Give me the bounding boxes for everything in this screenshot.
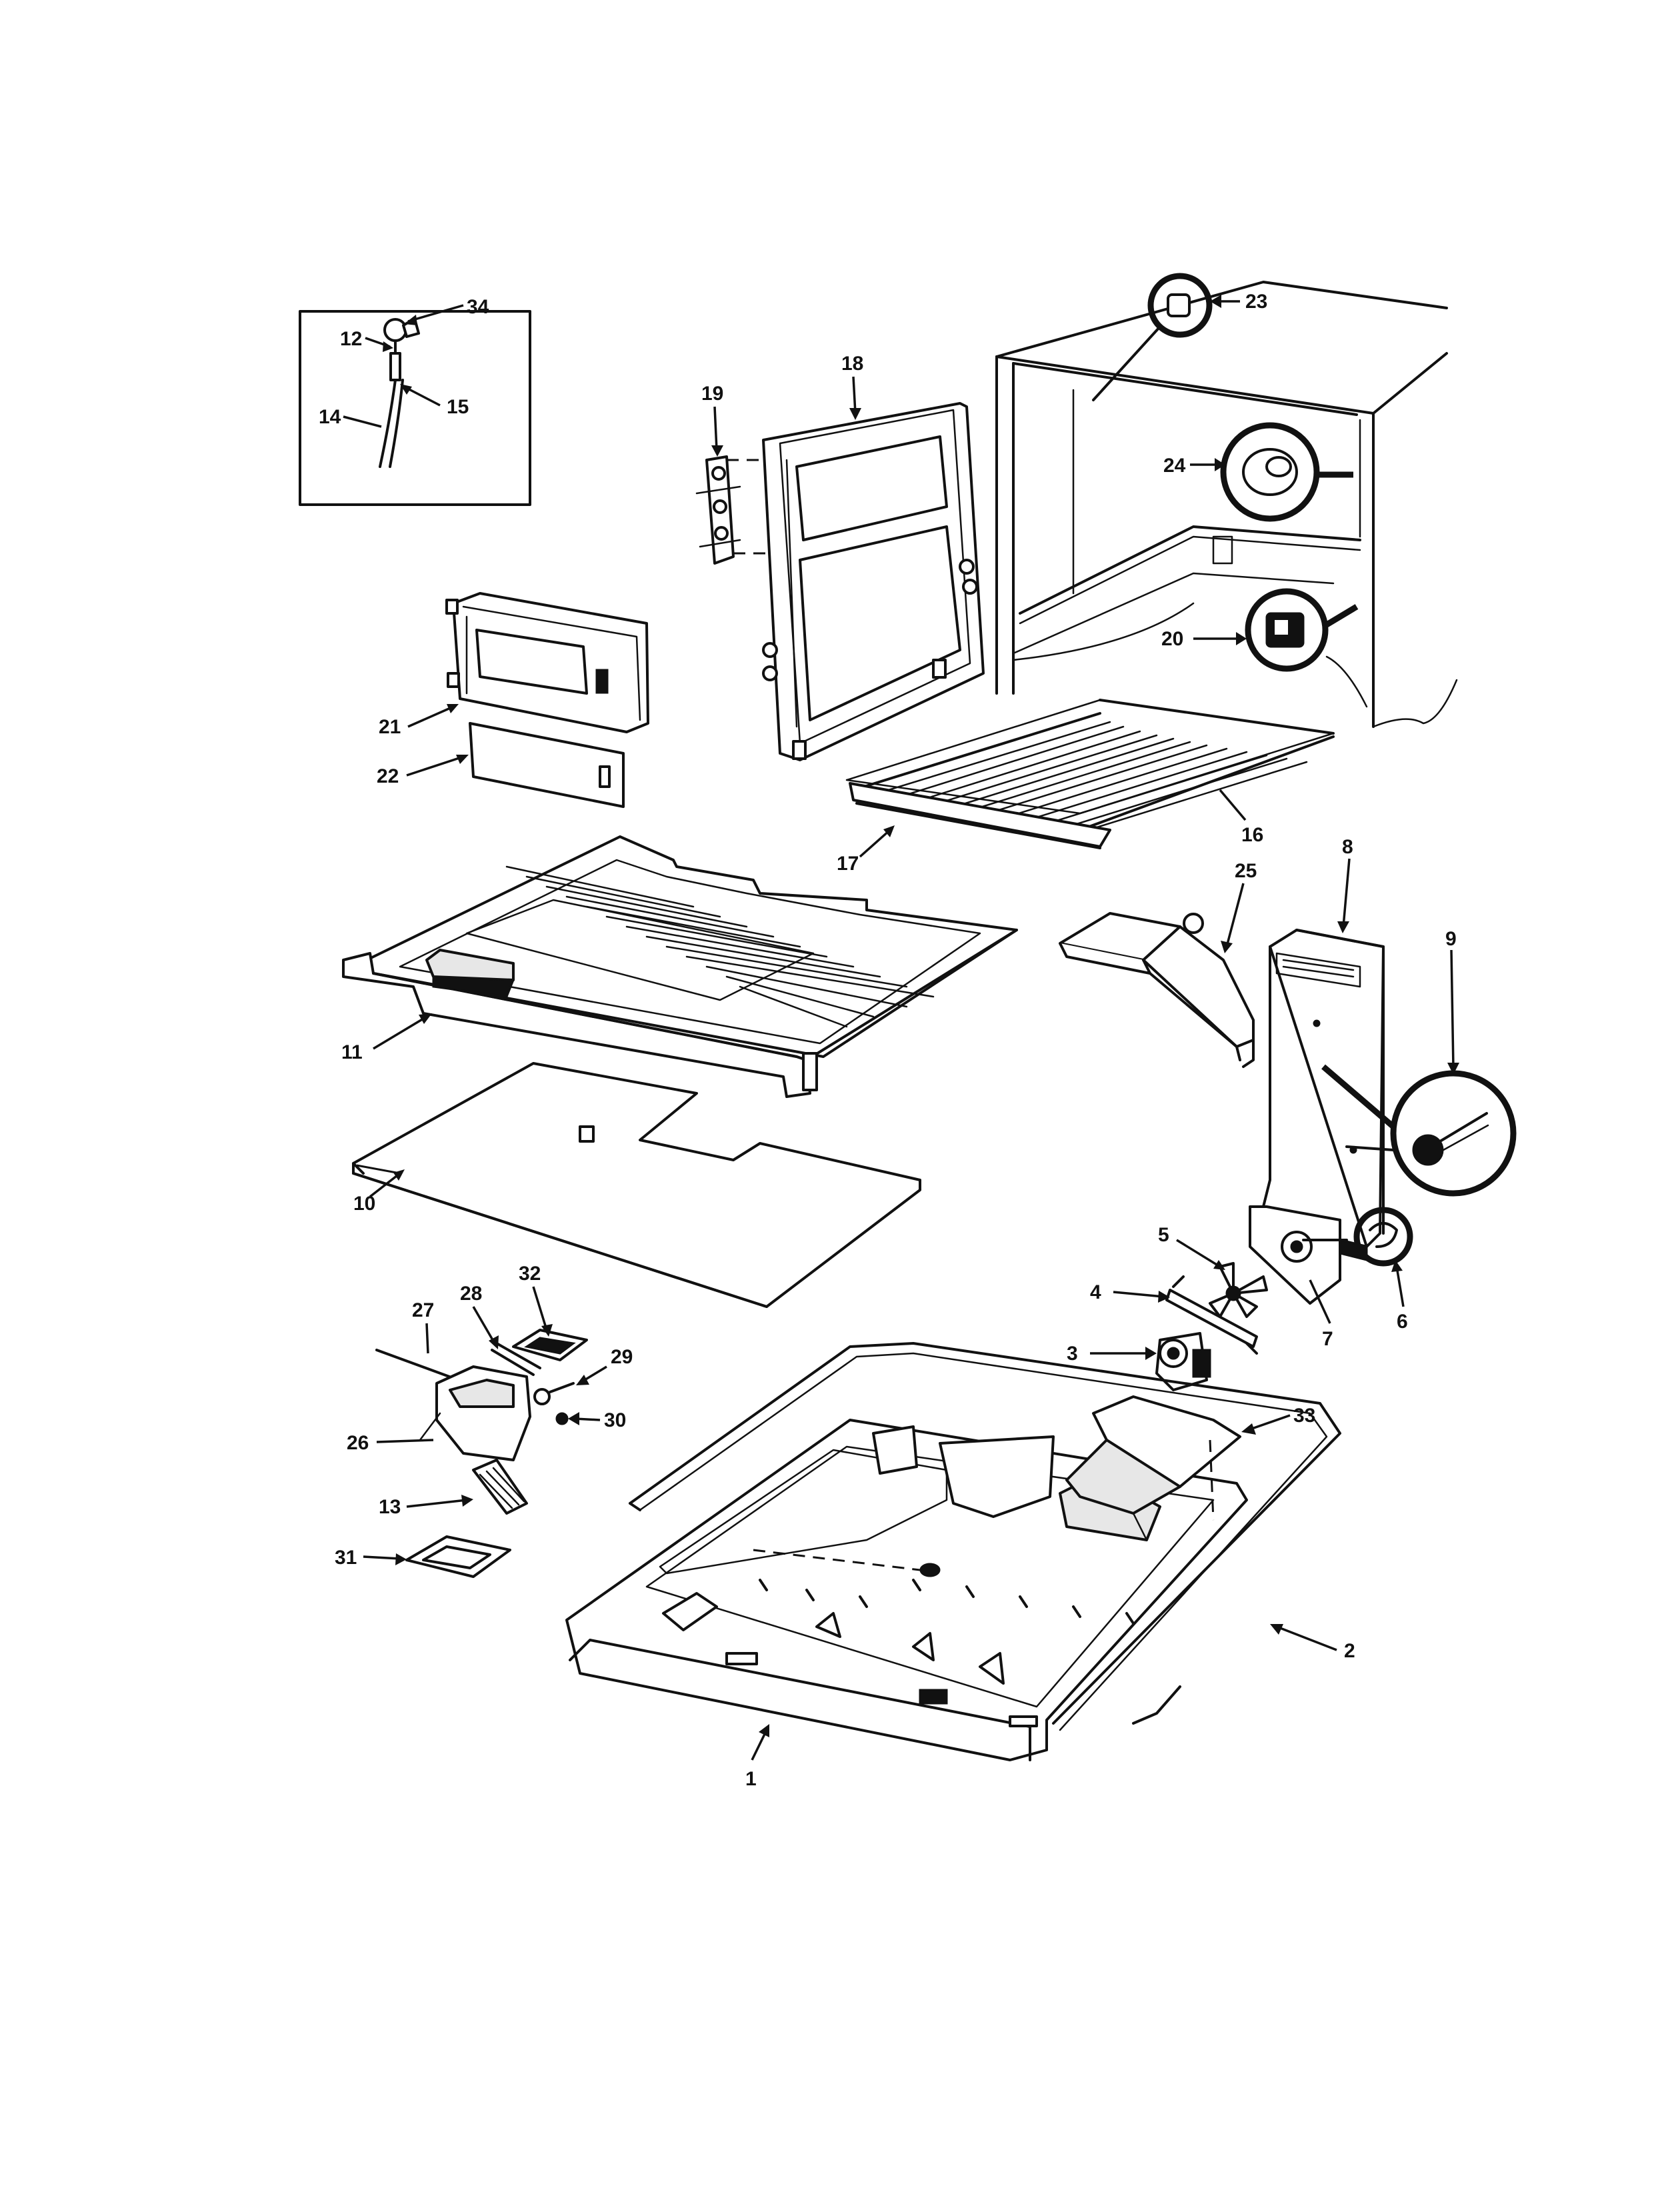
callout-4: 4 — [1090, 1281, 1101, 1303]
callout-5: 5 — [1158, 1224, 1169, 1246]
callout-21: 21 — [379, 716, 401, 738]
callout-9: 9 — [1445, 928, 1457, 950]
cabinet-interior — [995, 273, 1458, 728]
part-28-rod — [491, 1342, 541, 1376]
part-5-fan-blade — [1209, 1262, 1268, 1318]
callout-7: 7 — [1322, 1328, 1333, 1350]
callout-27: 27 — [412, 1299, 434, 1321]
callout-25: 25 — [1235, 860, 1257, 882]
callout-14: 14 — [319, 406, 341, 428]
callout-22: 22 — [377, 765, 399, 787]
callout-33: 33 — [1293, 1405, 1315, 1427]
callout-3: 3 — [1067, 1343, 1078, 1365]
callout-23: 23 — [1245, 291, 1267, 313]
callout-1: 1 — [745, 1768, 757, 1790]
callout-8: 8 — [1342, 836, 1353, 858]
callout-29: 29 — [611, 1346, 633, 1368]
part-25-air-duct — [1059, 912, 1255, 1068]
part-2-trim-rail — [629, 1342, 1341, 1731]
callout-11: 11 — [341, 1041, 363, 1063]
callout-labels: 34 12 15 14 23 24 18 19 20 21 22 16 17 8… — [319, 291, 1457, 1790]
callout-2: 2 — [1344, 1640, 1355, 1662]
callout-17: 17 — [837, 853, 859, 875]
part-21-control-panel — [445, 592, 649, 733]
part-29-pin — [533, 1382, 575, 1405]
callout-6: 6 — [1397, 1311, 1408, 1333]
part-3-fan-motor — [1155, 1332, 1211, 1391]
callout-24: 24 — [1163, 455, 1186, 477]
part-11-freezer-shelf — [342, 835, 1018, 1098]
part-10-evaporator-cover — [352, 1062, 921, 1308]
part-26-heater-housing — [419, 1365, 531, 1461]
part-33-duct — [1065, 1395, 1241, 1541]
part-13-grille — [472, 1459, 528, 1515]
leader-lines — [343, 295, 1459, 1761]
callout-18: 18 — [841, 353, 863, 375]
callout-15: 15 — [447, 396, 469, 418]
callout-16: 16 — [1241, 824, 1263, 846]
part-31-frame — [405, 1535, 511, 1578]
callout-10: 10 — [353, 1193, 375, 1215]
callout-26: 26 — [347, 1432, 369, 1454]
callout-13: 13 — [379, 1496, 401, 1518]
part-7-fan-shroud — [1249, 1205, 1413, 1305]
callout-12: 12 — [340, 328, 362, 350]
part-1-base-liner — [565, 1419, 1248, 1761]
callout-34: 34 — [467, 296, 489, 318]
part-30-washer — [555, 1412, 569, 1425]
callout-28: 28 — [460, 1283, 482, 1305]
part-18-door-liner — [762, 402, 985, 761]
callout-20: 20 — [1161, 628, 1183, 650]
part-19-hinge-bracket — [695, 455, 765, 565]
callout-19: 19 — [701, 383, 723, 405]
part-32-gasket-plate — [512, 1329, 588, 1361]
part-17-shelf-trim — [849, 782, 1111, 849]
part-22-panel-insert — [469, 722, 625, 808]
callout-32: 32 — [519, 1263, 541, 1285]
callout-31: 31 — [335, 1547, 357, 1569]
callout-30: 30 — [604, 1409, 626, 1431]
